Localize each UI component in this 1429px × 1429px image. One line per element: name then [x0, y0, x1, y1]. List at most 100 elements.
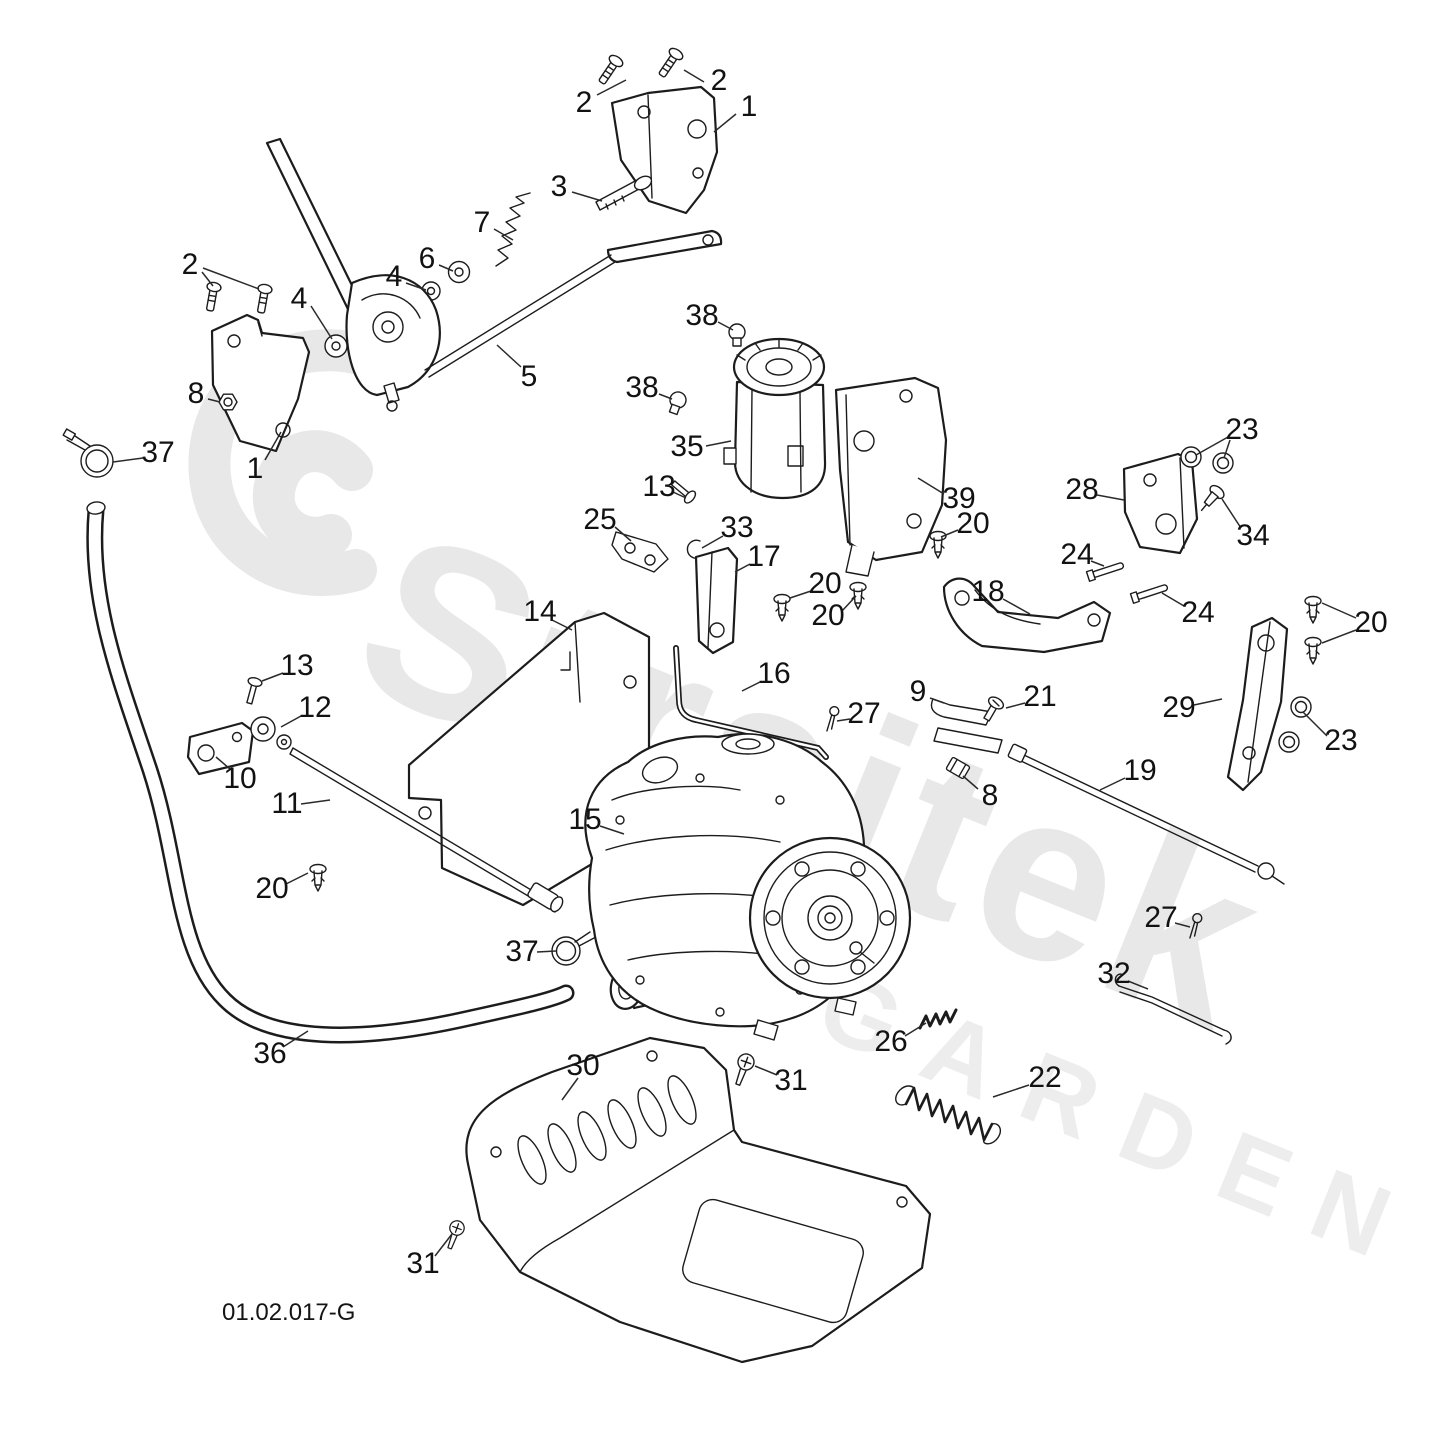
leader-line	[1161, 592, 1185, 607]
input-shaft-cap	[721, 733, 775, 755]
leader-line	[1321, 602, 1357, 619]
leader-line	[1321, 629, 1357, 644]
part-23-nut	[1278, 731, 1300, 753]
part-32-rod	[1114, 973, 1232, 1045]
part-23-nut	[1212, 452, 1234, 474]
watermark-logo-inner-arc	[252, 430, 373, 559]
part-20-push-fastener	[849, 581, 867, 610]
leader-line	[202, 267, 260, 290]
part-9-clip	[930, 698, 1003, 754]
part-2-bolt	[257, 283, 273, 314]
callout-11: 11	[271, 787, 302, 820]
callout-4: 4	[291, 282, 308, 315]
part-2-bolt	[206, 281, 222, 312]
callout-13: 13	[280, 649, 313, 682]
callout-24: 24	[1181, 596, 1214, 629]
callout-4: 4	[386, 260, 403, 293]
part-30-skid-plate	[465, 1036, 932, 1364]
part-39-bracket	[834, 376, 948, 577]
callout-23: 23	[1225, 413, 1258, 446]
callout-17: 17	[747, 540, 780, 573]
callout-3: 3	[551, 170, 568, 203]
part-21-screw	[983, 696, 1005, 722]
part-38-clip	[728, 323, 746, 347]
callout-20: 20	[811, 599, 844, 632]
part-1-upper-bracket	[610, 85, 719, 215]
leader-line	[683, 69, 705, 83]
callout-20: 20	[956, 507, 989, 540]
leader-line	[1302, 711, 1328, 737]
callout-37: 37	[505, 935, 538, 968]
callout-10: 10	[223, 762, 256, 795]
part-13-screw	[670, 480, 697, 504]
callout-37: 37	[141, 436, 174, 469]
part-31-screw	[735, 1053, 755, 1086]
callout-18: 18	[971, 575, 1004, 608]
part-2-bolt	[598, 54, 624, 85]
leader-line	[300, 799, 331, 805]
panel-mount-hole	[418, 806, 432, 820]
hose-end-opening	[86, 501, 106, 515]
leader-line	[280, 715, 302, 728]
callout-8: 8	[982, 779, 999, 812]
part-10-bracket	[186, 721, 255, 776]
leader-line	[1090, 560, 1105, 567]
callout-1: 1	[247, 452, 264, 485]
part-20-push-fastener	[309, 863, 327, 892]
leader-line	[207, 398, 221, 403]
leader-line	[310, 305, 333, 340]
leader-line	[1127, 980, 1149, 990]
callout-16: 16	[757, 657, 790, 690]
skid-plate-slot	[667, 1075, 697, 1125]
leader-line	[713, 113, 737, 133]
leader-line	[496, 344, 522, 368]
callout-32: 32	[1097, 957, 1130, 990]
part-8-nut	[218, 393, 238, 411]
callout-20: 20	[255, 872, 288, 905]
leader-line	[1195, 436, 1229, 456]
leader-line	[940, 529, 959, 538]
callout-31: 31	[774, 1064, 807, 1097]
leader-line	[215, 756, 231, 770]
callout-2: 2	[182, 248, 199, 281]
part-22-spring	[895, 1085, 1002, 1145]
callout-5: 5	[521, 360, 538, 393]
leader-line	[614, 526, 632, 542]
part-17-bracket	[694, 546, 739, 655]
leader-line	[264, 431, 282, 461]
leader-line	[493, 228, 514, 241]
part-35-reservoir	[723, 337, 827, 500]
part-12-washer	[250, 716, 292, 750]
skid-plate-slot	[547, 1123, 577, 1173]
part-38-clip	[668, 391, 687, 416]
callout-25: 25	[583, 503, 616, 536]
callout-2: 2	[576, 86, 593, 119]
part-19-rod	[1007, 743, 1285, 885]
leader-line	[1096, 494, 1125, 501]
leader-line	[551, 619, 573, 631]
callout-21: 21	[1023, 680, 1056, 713]
part-13-screw	[246, 677, 263, 705]
callout-30: 30	[566, 1049, 599, 1082]
leader-line	[754, 1065, 778, 1076]
part-20-push-fastener	[1304, 636, 1322, 665]
leader-line	[1223, 439, 1231, 459]
leader-line	[1002, 598, 1031, 615]
callout-27: 27	[1144, 901, 1177, 934]
leader-line	[201, 271, 214, 287]
part-27-cotter-pin	[826, 705, 840, 732]
leader-line	[962, 775, 979, 790]
callout-34: 34	[1236, 519, 1269, 552]
callout-36: 36	[253, 1037, 286, 1070]
part-1-left-bracket	[210, 313, 311, 453]
leader-line	[261, 672, 284, 682]
leader-line	[561, 1077, 579, 1101]
callout-9: 9	[910, 675, 927, 708]
leader-line	[1174, 922, 1191, 928]
part-24-pin	[1129, 584, 1169, 604]
part-20-push-fastener	[929, 530, 947, 559]
leader-line	[789, 590, 812, 599]
skid-plate-slot	[607, 1099, 637, 1149]
